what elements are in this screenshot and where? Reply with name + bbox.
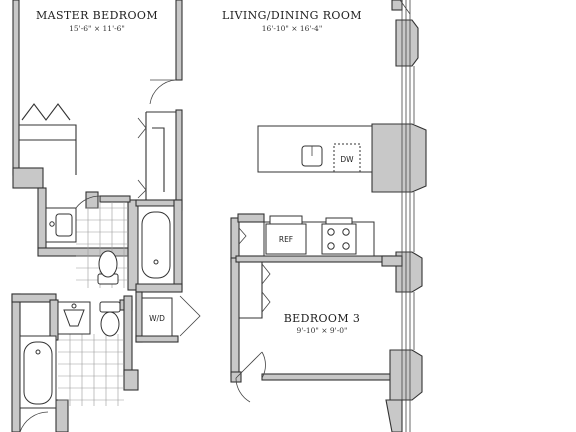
refrigerator-label: REF (279, 235, 293, 244)
kitchen: DW REF (238, 125, 375, 257)
master-right-wall (175, 0, 183, 81)
dishwasher-outline (333, 143, 361, 173)
refrigerator-top (269, 215, 303, 225)
kitchen-left-wall (230, 217, 240, 263)
dishwasher-label: DW (340, 155, 354, 164)
bath2-bottom-wall (55, 399, 69, 432)
bed3-bottom-wall (261, 373, 393, 381)
bath1-left-wall (37, 187, 47, 249)
range (321, 223, 357, 255)
master-bedroom-dimensions: 15'-6" × 11'-6" (69, 24, 125, 33)
bath1-sink (55, 213, 73, 237)
bed3-top-wall (235, 255, 393, 263)
master-left-wall (12, 0, 20, 176)
bath2-toilet-tank (99, 301, 121, 313)
bath2-left-wall (11, 293, 21, 432)
bedroom-3 (235, 261, 271, 403)
wd-label: W/D (149, 314, 165, 323)
bath-divider-wall (127, 199, 139, 291)
bath2-right-wall (123, 295, 133, 377)
range-top (325, 217, 353, 225)
master-bedroom (19, 79, 177, 201)
bath2-toilet-bowl (100, 311, 120, 337)
bed3-wall-junction (381, 255, 403, 267)
room-labels: Master Bedroom 15'-6" × 11'-6" Living/Di… (36, 9, 362, 335)
bath2-top-wall (11, 293, 57, 303)
wd-bottom-wall (135, 335, 179, 343)
bath1-tub-basin (141, 211, 171, 279)
bedroom-3-dimensions: 9'-10" × 9'-0" (296, 326, 347, 335)
master-bedroom-name: Master Bedroom (36, 9, 158, 22)
bath2-tile (58, 334, 124, 406)
master-right-wall-lower (175, 109, 183, 211)
kitchen-top-wall (237, 213, 265, 223)
bath2-drain-icon (35, 349, 41, 355)
washer-dryer-box (141, 297, 173, 337)
bathroom-2 (19, 301, 124, 432)
burner-icon (327, 228, 335, 236)
bath2-inner-wall (49, 299, 59, 341)
burner-icon (327, 242, 335, 250)
tub1-top-wall (135, 199, 181, 207)
window-wall-top (391, 0, 403, 11)
burner-icon (342, 242, 350, 250)
window-pier-4 (385, 399, 403, 432)
living-dining-name: Living/Dining Room (222, 9, 362, 22)
bath2-tub-basin (23, 341, 53, 405)
bath1-top-wall (99, 195, 131, 203)
bathroom-1 (45, 195, 175, 288)
washer-dryer-closet: W/D (141, 295, 201, 337)
bath2-sink (63, 309, 85, 327)
master-bottom-wall (12, 167, 44, 189)
window-wall (385, 0, 415, 432)
bath1-drain-icon (153, 259, 159, 265)
column-pier-kitchen (371, 123, 427, 193)
bath1-top-wall-chunk (85, 191, 99, 209)
bedroom-3-name: Bedroom 3 (284, 312, 361, 325)
bath2-corner-wall (123, 369, 139, 391)
bath1-faucet-icon (49, 221, 55, 227)
tub1-right-wall (173, 199, 183, 291)
living-dining-dimensions: 16'-10" × 16'-4" (262, 24, 323, 33)
window-pier-1 (395, 19, 419, 67)
bath2-faucet-icon (71, 303, 77, 309)
refrigerator (265, 223, 307, 255)
tub1-bottom-wall (135, 283, 183, 293)
wd-left-wall (135, 291, 143, 343)
bath1-toilet-bowl (98, 250, 118, 278)
bed3-left-wall (230, 257, 240, 377)
burner-icon (342, 228, 350, 236)
